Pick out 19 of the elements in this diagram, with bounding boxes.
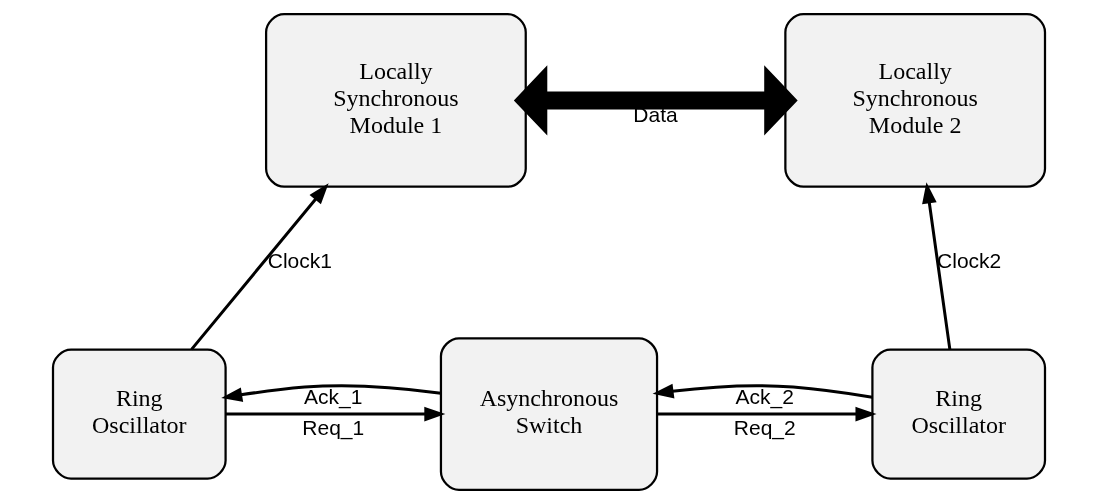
node-box: Ring Oscillator	[51, 348, 227, 480]
edge-label: Req_2	[733, 416, 796, 440]
edge-label: Data	[632, 102, 678, 126]
edge-label: Ack_1	[303, 384, 362, 408]
node-box: Locally Synchronous Module 2	[783, 13, 1046, 188]
arrow	[921, 182, 951, 350]
node-box: Locally Synchronous Module 1	[264, 13, 527, 188]
edge-label: Req_1	[301, 416, 364, 440]
arrow	[656, 406, 877, 422]
node-box: Ring Oscillator	[870, 348, 1046, 480]
arrow	[652, 383, 873, 399]
edge-label: Ack_2	[735, 384, 794, 408]
edge-label: Clock1	[267, 249, 332, 273]
node-box: Asynchronous Switch	[439, 337, 658, 491]
edge-label: Clock2	[936, 249, 1001, 273]
arrow	[220, 384, 441, 402]
arrow	[189, 183, 329, 351]
arrow	[513, 65, 798, 136]
arrow	[225, 406, 445, 422]
